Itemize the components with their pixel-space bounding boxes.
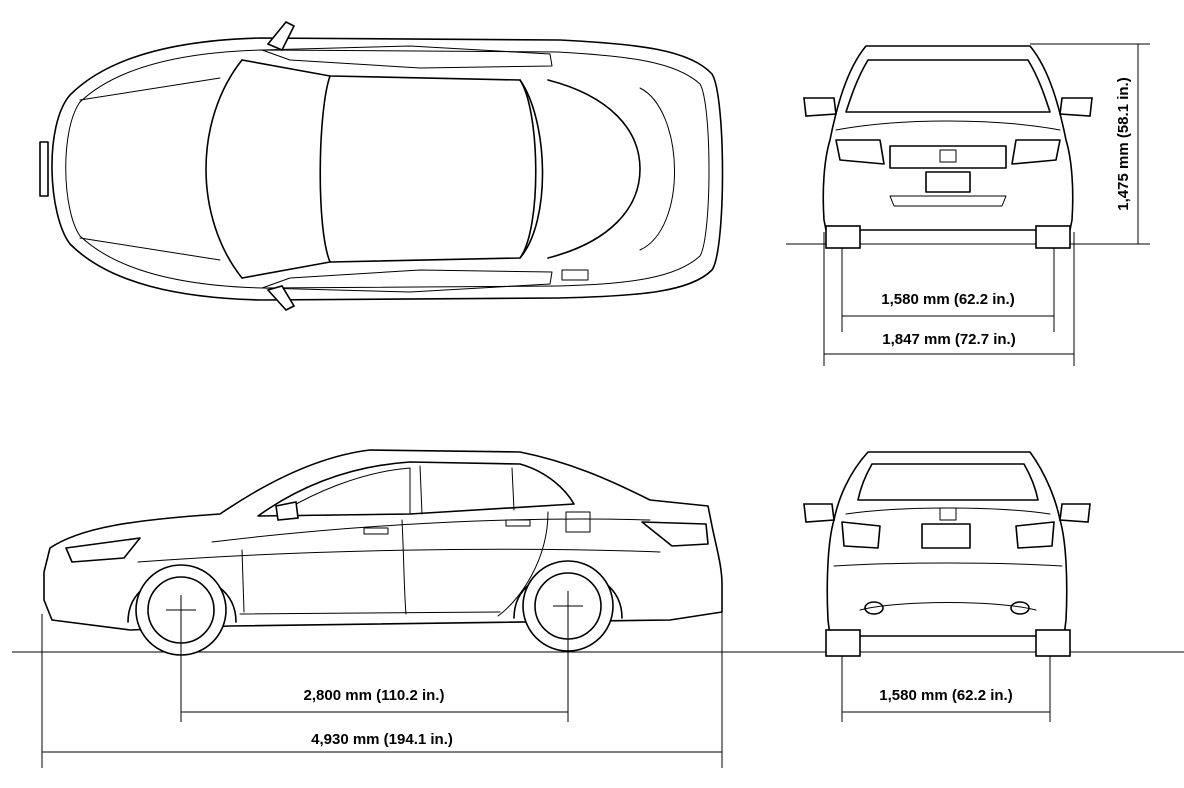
front-track-label: 1,580 mm (62.2 in.) bbox=[881, 291, 1014, 308]
side-view-b-pillar bbox=[419, 465, 515, 515]
front-view-headlight-left bbox=[835, 139, 885, 165]
front-view-tire-left bbox=[825, 225, 861, 249]
top-view-roof bbox=[241, 59, 544, 279]
rear-view-diffuser bbox=[859, 602, 1037, 611]
rear-view-mirror-left bbox=[803, 503, 835, 523]
side-view-door-line-mid bbox=[401, 519, 407, 615]
top-view-roof-rear-edge bbox=[519, 79, 537, 259]
rear-view-exhaust-right bbox=[1010, 601, 1030, 615]
front-view-dimensions: 1,580 mm (62.2 in.) 1,847 mm (72.7 in.) … bbox=[823, 43, 1150, 366]
rear-view-bumper-line bbox=[833, 562, 1063, 567]
side-view-window-outline bbox=[257, 461, 575, 517]
side-view-headlight bbox=[65, 537, 141, 563]
rear-view-taillight-right bbox=[1015, 521, 1055, 549]
side-view-door-handle-front bbox=[363, 527, 389, 535]
front-view-license-plate bbox=[925, 171, 971, 193]
side-view bbox=[12, 449, 1184, 656]
top-view-mirror-upper bbox=[266, 20, 296, 52]
top-view-upper-windows bbox=[261, 45, 553, 69]
top-view bbox=[39, 20, 724, 311]
front-view-mirror-left bbox=[803, 97, 837, 117]
front-view-emblem bbox=[939, 149, 957, 163]
top-view-fuel-door bbox=[561, 269, 589, 281]
rear-view-trunk-line bbox=[845, 507, 1051, 515]
top-view-hood-line-upper bbox=[79, 77, 221, 101]
rear-view-tire-left bbox=[825, 629, 861, 657]
top-view-roof-front-edge bbox=[319, 75, 331, 263]
front-view bbox=[786, 45, 1150, 249]
overall-height-label: 1,475 mm (58.1 in.) bbox=[1115, 77, 1132, 210]
side-view-door-line-rear bbox=[497, 511, 549, 617]
top-view-front-bumper bbox=[39, 141, 49, 197]
side-view-door-line-front bbox=[241, 549, 245, 613]
front-view-grille bbox=[889, 145, 1007, 169]
overall-length-label: 4,930 mm (194.1 in.) bbox=[311, 731, 453, 748]
front-view-windshield bbox=[845, 59, 1051, 113]
side-view-door-handle-rear bbox=[505, 519, 531, 527]
side-view-character-line bbox=[137, 548, 661, 563]
top-view-rear-window bbox=[547, 79, 641, 259]
side-view-fuel-door bbox=[565, 511, 591, 533]
front-view-headlight-right bbox=[1011, 139, 1061, 165]
top-view-lower-windows bbox=[261, 269, 553, 293]
top-view-body-outline bbox=[51, 37, 724, 301]
rear-view-mirror-right bbox=[1059, 503, 1091, 523]
top-view-hood-line-lower bbox=[79, 237, 221, 261]
front-view-hood-line bbox=[835, 120, 1061, 131]
rear-view bbox=[803, 451, 1091, 657]
side-view-mirror bbox=[275, 501, 299, 521]
side-view-dimensions: 2,800 mm (110.2 in.) 4,930 mm (194.1 in.… bbox=[41, 586, 723, 768]
rear-track-label: 1,580 mm (62.2 in.) bbox=[879, 687, 1012, 704]
rear-view-dimensions: 1,580 mm (62.2 in.) bbox=[841, 656, 1051, 722]
rear-view-emblem bbox=[939, 507, 957, 521]
front-view-mirror-right bbox=[1059, 97, 1093, 117]
side-view-sill bbox=[239, 611, 501, 615]
front-view-tire-right bbox=[1035, 225, 1071, 249]
side-view-beltline bbox=[211, 518, 651, 543]
top-view-mirror-lower bbox=[266, 285, 296, 311]
side-view-body-outline bbox=[43, 449, 723, 631]
rear-view-tire-right bbox=[1035, 629, 1071, 657]
top-view-windshield bbox=[205, 59, 243, 279]
rear-view-taillight-left bbox=[841, 521, 881, 549]
front-view-lower-intake bbox=[889, 195, 1007, 207]
top-view-trunk-edge bbox=[639, 87, 675, 251]
rear-view-rear-window bbox=[857, 463, 1039, 501]
rear-view-license-plate bbox=[921, 523, 971, 549]
top-view-inner-outline bbox=[65, 49, 710, 289]
side-view-taillight bbox=[641, 521, 709, 547]
rear-view-exhaust-left bbox=[864, 601, 884, 615]
overall-width-label: 1,847 mm (72.7 in.) bbox=[882, 331, 1015, 348]
wheelbase-label: 2,800 mm (110.2 in.) bbox=[304, 687, 445, 704]
